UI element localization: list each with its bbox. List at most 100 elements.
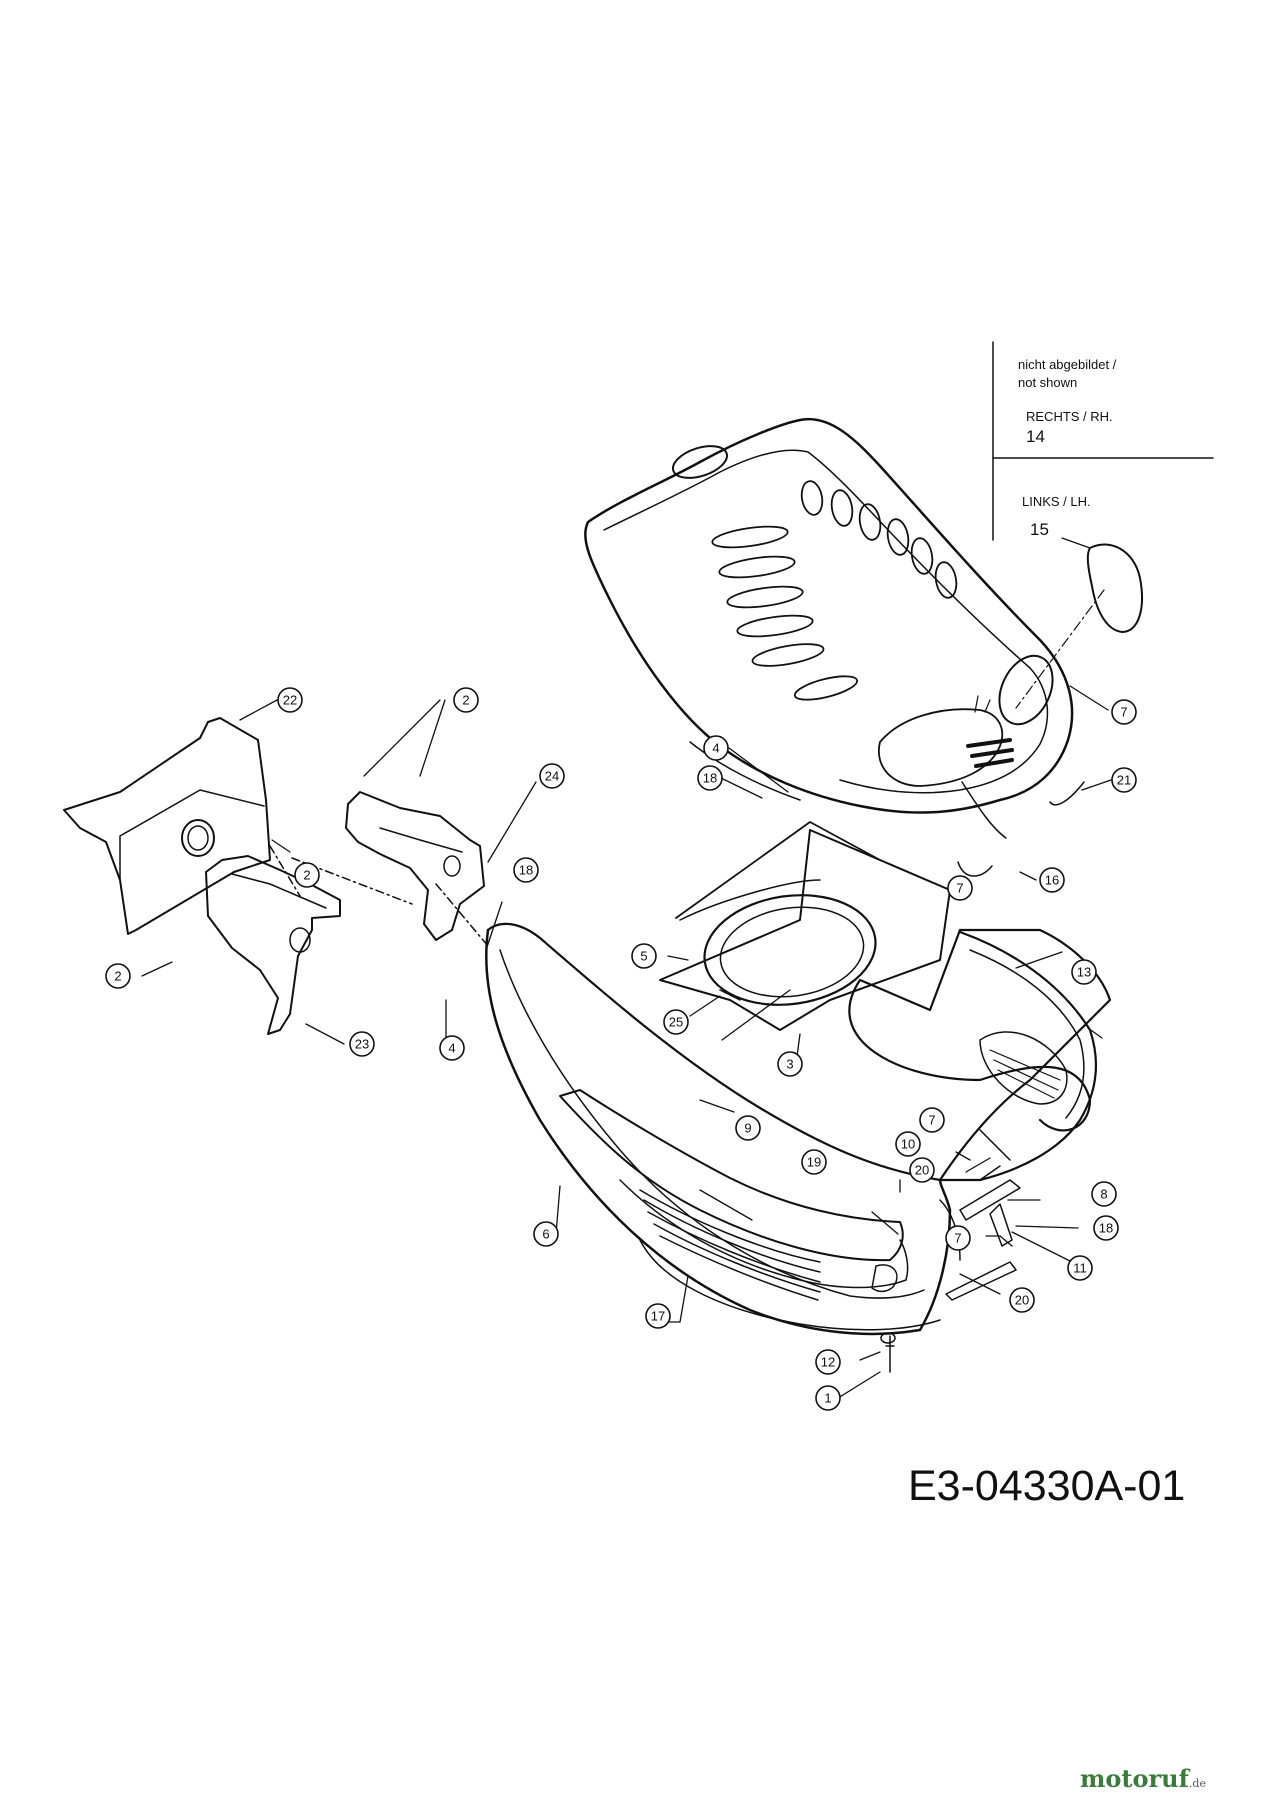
callout-circle: [631, 943, 657, 969]
callout-circle: [919, 1107, 945, 1133]
callout-circle: [947, 875, 973, 901]
not-shown-line-1: nicht abgebildet /: [1018, 357, 1117, 372]
callout-number: 7: [954, 1231, 961, 1246]
hardware: [269, 781, 1085, 1373]
callout-circle: [663, 1009, 689, 1035]
callout-1: 1: [815, 1385, 841, 1411]
callout-24: 24: [539, 763, 565, 789]
callout-circle: [645, 1303, 671, 1329]
callout-number: 13: [1077, 965, 1091, 980]
callout-8: 8: [1091, 1181, 1117, 1207]
callout-number: 4: [712, 741, 719, 756]
callout-number: 10: [901, 1137, 915, 1152]
dash-panel: [659, 821, 951, 1031]
callout-10: 10: [895, 1131, 921, 1157]
drawing-number: E3-04330A-01: [908, 1462, 1186, 1510]
callout-18: 18: [697, 765, 723, 791]
callout-3: 3: [777, 1051, 803, 1077]
callout-4: 4: [439, 1035, 465, 1061]
callout-circle: [815, 1385, 841, 1411]
callout-number: 6: [542, 1227, 549, 1242]
callout-circle: [1111, 699, 1137, 725]
callout-circle: [277, 687, 303, 713]
callout-21: 21: [1111, 767, 1137, 793]
callout-circle: [349, 1031, 375, 1057]
callout-number: 20: [1015, 1293, 1029, 1308]
callout-circle: [1091, 1181, 1117, 1207]
callout-7: 7: [947, 875, 973, 901]
lower-hood: [485, 922, 1112, 1336]
callout-17: 17: [645, 1303, 671, 1329]
callout-circle: [801, 1149, 827, 1175]
lens-part-15: [1015, 537, 1143, 709]
callout-number: 3: [786, 1057, 793, 1072]
callout-number: 1: [824, 1391, 831, 1406]
watermark-logo: motoruf.de: [1080, 1764, 1206, 1793]
callout-7: 7: [945, 1225, 971, 1251]
callout-16: 16: [1039, 867, 1065, 893]
bracket-24: [345, 791, 485, 941]
callout-number: 24: [545, 769, 559, 784]
callout-number: 18: [1099, 1221, 1113, 1236]
callout-circle: [105, 963, 131, 989]
callout-number: 18: [519, 863, 533, 878]
callout-number: 19: [807, 1155, 821, 1170]
callout-9: 9: [735, 1115, 761, 1141]
upper-hood: [584, 417, 1074, 814]
callout-circle: [1067, 1255, 1093, 1281]
leader-lines: [141, 685, 1112, 1399]
callout-2: 2: [453, 687, 479, 713]
callout-2: 2: [294, 862, 320, 888]
callout-circle: [895, 1131, 921, 1157]
callout-circle: [1039, 867, 1065, 893]
note-box-lines: [992, 341, 1214, 541]
callout-number: 18: [703, 771, 717, 786]
callout-circle: [909, 1157, 935, 1183]
callout-12: 12: [815, 1349, 841, 1375]
right-label: RECHTS / RH.: [1026, 409, 1113, 424]
callout-number: 7: [1120, 705, 1127, 720]
callout-number: 20: [915, 1163, 929, 1178]
callout-6: 6: [533, 1221, 559, 1247]
bracket-23: [205, 855, 341, 1035]
callout-number: 12: [821, 1355, 835, 1370]
callout-circle: [1009, 1287, 1035, 1313]
callout-2: 2: [105, 963, 131, 989]
callout-number: 2: [462, 693, 469, 708]
rear-plate: [63, 717, 271, 935]
callout-23: 23: [349, 1031, 375, 1057]
callout-number: 23: [355, 1037, 369, 1052]
callout-circle: [539, 763, 565, 789]
callout-number: 8: [1100, 1187, 1107, 1202]
callout-circle: [777, 1051, 803, 1077]
callout-circle: [945, 1225, 971, 1251]
callout-20: 20: [1009, 1287, 1035, 1313]
callout-circle: [815, 1349, 841, 1375]
callout-circle: [294, 862, 320, 888]
callout-circle: [439, 1035, 465, 1061]
callout-number: 7: [928, 1113, 935, 1128]
callout-11: 11: [1067, 1255, 1093, 1281]
callout-7: 7: [919, 1107, 945, 1133]
callout-number: 11: [1073, 1261, 1087, 1276]
callout-number: 9: [744, 1121, 751, 1136]
callout-7: 7: [1111, 699, 1137, 725]
callout-18: 18: [513, 857, 539, 883]
left-label: LINKS / LH.: [1022, 494, 1091, 509]
callout-5: 5: [631, 943, 657, 969]
callout-circle: [1111, 767, 1137, 793]
callout-number: 25: [669, 1015, 683, 1030]
callout-20: 20: [909, 1157, 935, 1183]
callout-circle: [1093, 1215, 1119, 1241]
callout-circle: [533, 1221, 559, 1247]
callout-circle: [1071, 959, 1097, 985]
callout-circle: [735, 1115, 761, 1141]
callout-circle: [513, 857, 539, 883]
callout-number: 22: [283, 693, 297, 708]
callout-13: 13: [1071, 959, 1097, 985]
callout-4: 4: [703, 735, 729, 761]
callout-number: 2: [303, 868, 310, 883]
callout-number: 16: [1045, 873, 1059, 888]
